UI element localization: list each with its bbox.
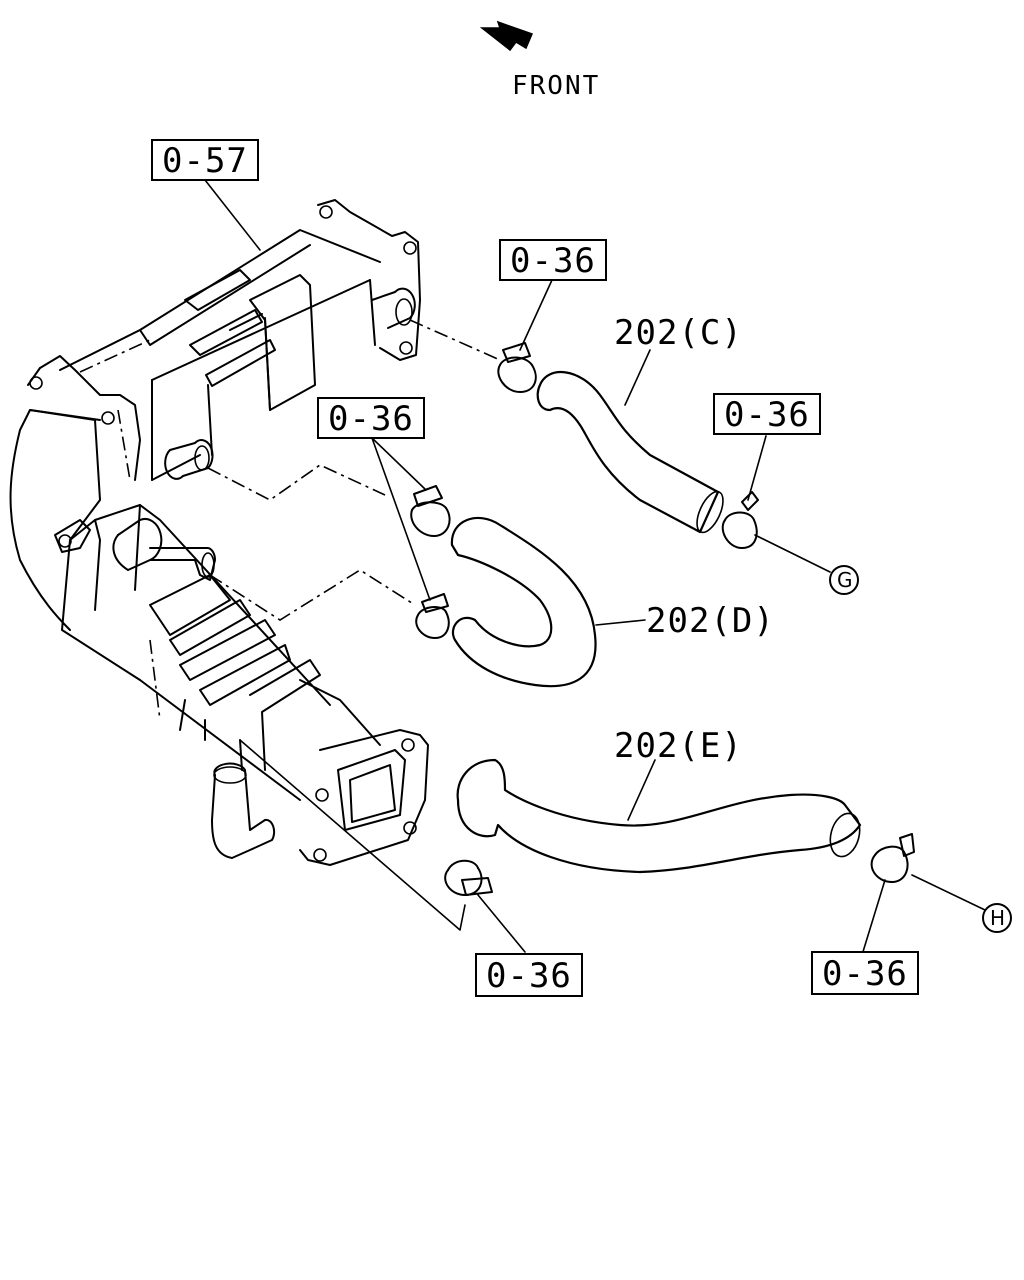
svg-text:G: G: [837, 568, 853, 592]
egr-cooler-lower: [61, 504, 429, 866]
clamp-mid-lower: [415, 593, 450, 639]
svg-text:0-57: 0-57: [162, 141, 248, 181]
svg-text:0-36: 0-36: [510, 241, 596, 281]
clamp-top: [497, 342, 537, 393]
leader-g: [754, 534, 831, 573]
hose-202d: [450, 516, 597, 688]
egr-cooler-end-housing: [9, 355, 141, 631]
svg-text:0-36: 0-36: [328, 399, 414, 439]
callout-clamp-right: 0-36: [713, 393, 821, 435]
svg-text:H: H: [990, 906, 1005, 930]
leader-clamp-right: [747, 435, 767, 501]
callout-clamp-top: 0-36: [499, 239, 607, 281]
leader-clamp-bottom-mid: [477, 894, 526, 953]
label-hose-202d: 202(D): [646, 601, 775, 641]
svg-text:0-36: 0-36: [822, 954, 908, 994]
clamp-bottom-right: [870, 833, 915, 883]
label-hose-202c: 202(C): [614, 313, 743, 353]
egr-cooler-upper: [59, 199, 421, 481]
leader-cooler-lower: [239, 739, 466, 931]
leader-clamp-bottom-right: [861, 879, 886, 956]
leader-202d: [595, 619, 646, 626]
connector-g-marker: G: [829, 565, 859, 595]
connector-h-marker: H: [982, 903, 1012, 933]
connection-line-d-lower: [209, 569, 416, 621]
connection-line-c: [409, 319, 501, 361]
callout-clamp-bottom-right: 0-36: [811, 951, 919, 995]
connection-line-d-upper: [207, 464, 386, 501]
svg-text:0-36: 0-36: [724, 395, 810, 435]
clamp-mid-upper: [410, 485, 451, 537]
leader-h: [911, 874, 986, 911]
leader-202c: [624, 349, 651, 406]
front-label: FRONT: [512, 71, 600, 101]
leader-202e: [627, 759, 656, 821]
leader-cooler: [204, 179, 261, 251]
hose-202e: [456, 758, 862, 874]
leader-clamp-mid-b: [371, 437, 431, 601]
callout-clamp-bottom-mid: 0-36: [475, 953, 583, 997]
label-hose-202e: 202(E): [614, 726, 743, 766]
hose-202c: [536, 371, 724, 534]
callout-cooler: 0-57: [151, 139, 259, 181]
front-arrow-icon: [479, 20, 534, 52]
clamp-bottom-mid: [444, 859, 493, 896]
callout-clamp-mid-left: 0-36: [317, 397, 425, 439]
clamp-right: [721, 491, 759, 549]
svg-text:0-36: 0-36: [486, 956, 572, 996]
leader-clamp-top: [519, 279, 553, 351]
leader-clamp-mid-a: [371, 437, 427, 491]
